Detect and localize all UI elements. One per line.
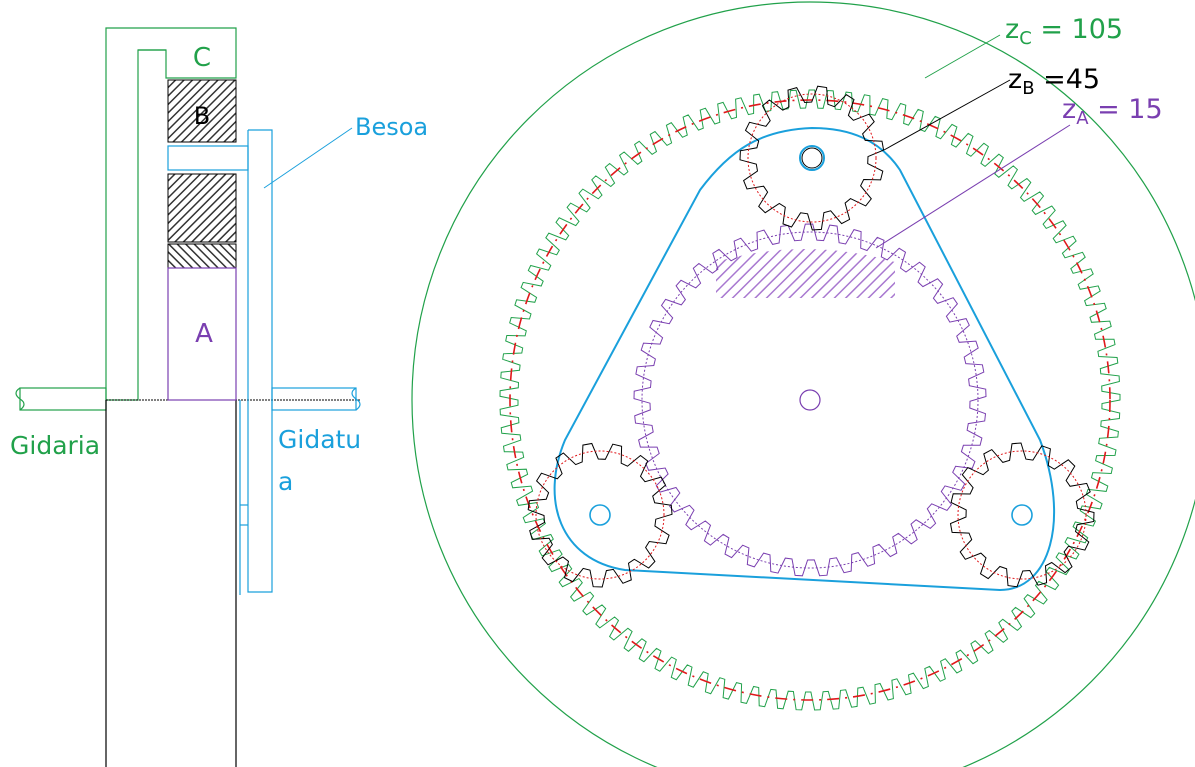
planet-teeth-label: zB =45 [1008, 64, 1100, 99]
gear-a-block [167, 267, 237, 401]
sun-teeth-label: zA = 15 [1062, 94, 1163, 129]
gear-a-label: A [195, 319, 213, 349]
sun-leader-line [875, 124, 1071, 249]
gear-b-block-lower [167, 173, 237, 243]
arm-label: Besoa [355, 113, 428, 141]
carrier-arm [553, 126, 1056, 592]
planet-right-pin [1011, 504, 1033, 526]
driving-shaft [19, 387, 107, 411]
base-body [105, 400, 237, 767]
sun-gear-teeth [633, 223, 987, 577]
planet-left-pin [589, 504, 611, 526]
gear-c-label: C [193, 43, 211, 73]
planet-gear-right [949, 442, 1095, 588]
sun-bore [799, 389, 821, 411]
planet-left-pitch [535, 450, 665, 580]
planet-leader-line [883, 79, 1011, 151]
gear-a-hatch [167, 243, 237, 269]
planet-gear-left [527, 442, 673, 588]
driven-shaft [271, 387, 357, 411]
ring-gear-teeth [499, 89, 1121, 711]
front-view: zC = 105 zB =45 zA = 15 [411, 1, 1195, 767]
gear-b-label: B [194, 102, 210, 130]
side-view: C B A Besoa Gidaria Gidatu a [10, 27, 428, 767]
ring-teeth-label: zC = 105 [1005, 14, 1123, 49]
sun-hatch [716, 249, 895, 298]
sun-pitch-circle [641, 231, 979, 569]
planet-gear-top [739, 85, 885, 231]
driven-label-line1: Gidatu [278, 425, 361, 454]
planet-top-pin [799, 145, 825, 171]
ring-pitch-circle [509, 99, 1111, 701]
ring-outer-circle [411, 1, 1195, 767]
arm-outline [247, 129, 273, 593]
driving-label: Gidaria [10, 431, 100, 460]
planet-right-pitch [957, 450, 1087, 580]
planet-pin [167, 145, 249, 171]
planet-top-pitch [747, 93, 877, 223]
ring-leader-line [924, 34, 1001, 79]
driven-label-line2: a [278, 467, 293, 496]
gear-b-block [167, 79, 237, 143]
